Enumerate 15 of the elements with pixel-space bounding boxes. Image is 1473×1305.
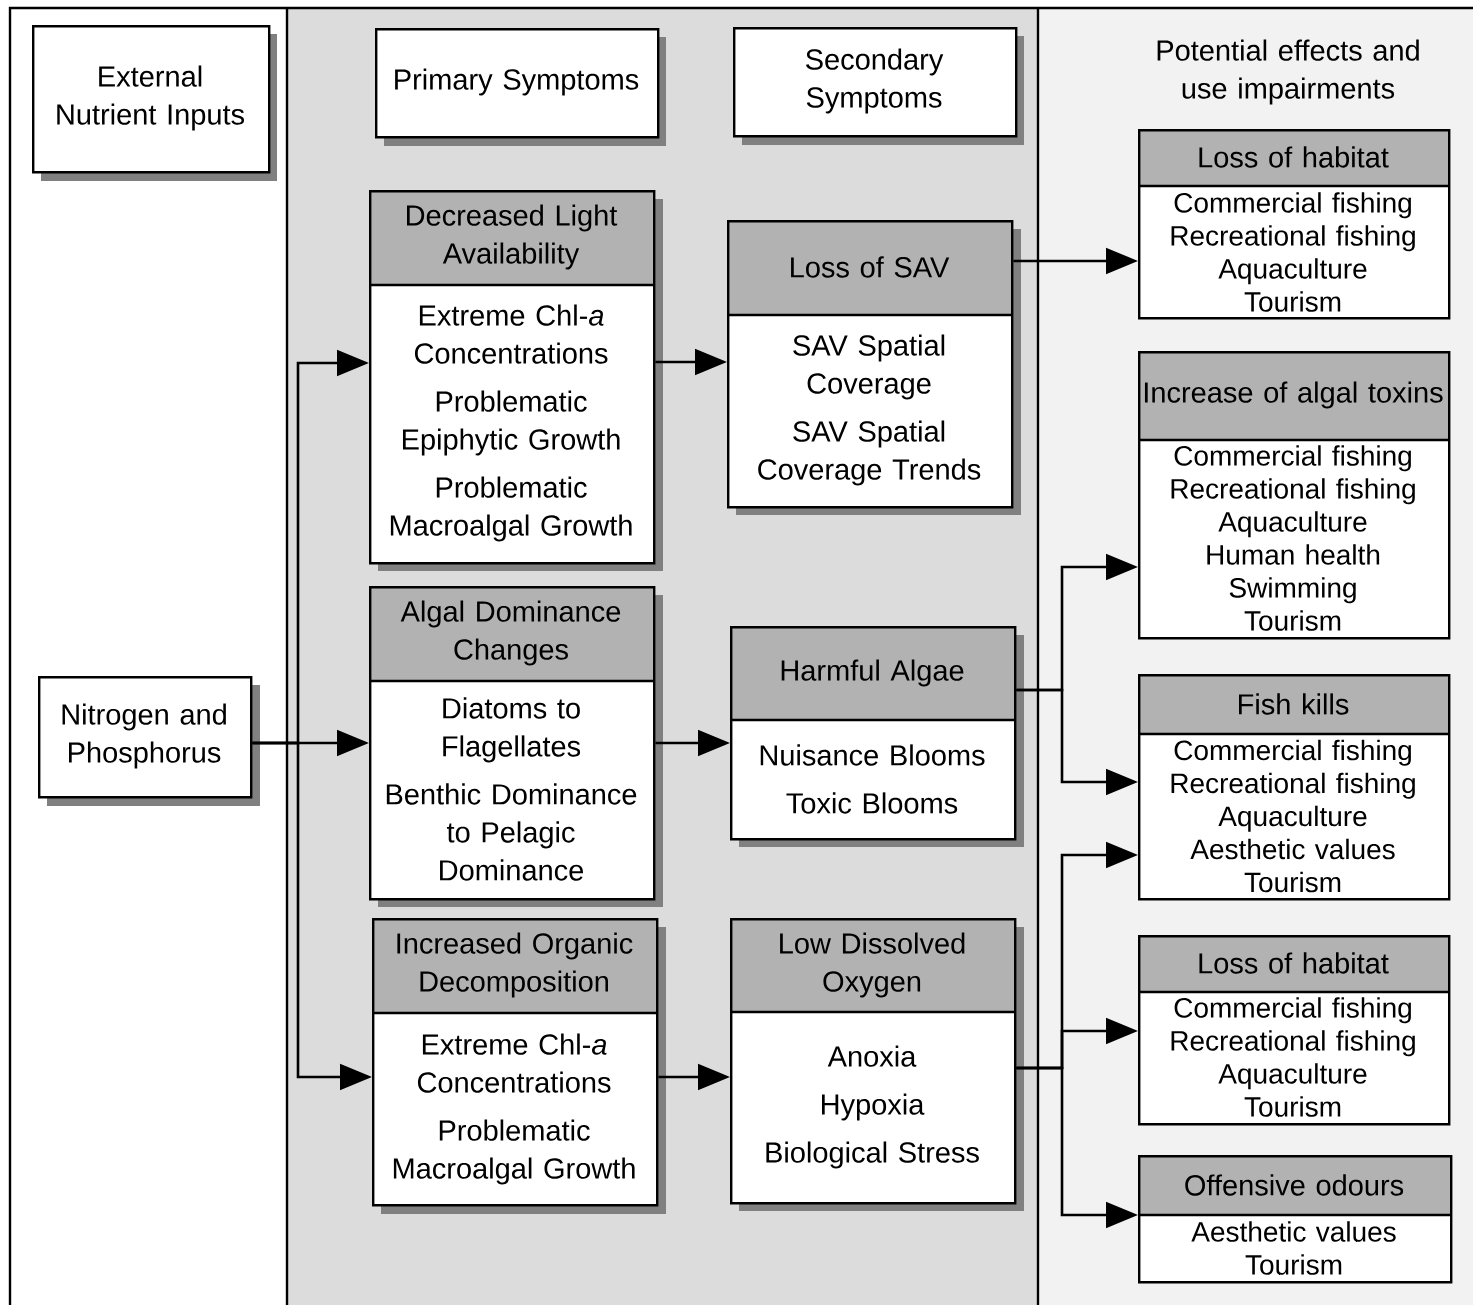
symptom-box: Loss of SAV SAV Spatial Coverage SAV Spatial Coverage Trends (727, 220, 1021, 515)
effect-box: Offensive odours Aesthetic values Tourism (1138, 1155, 1453, 1284)
effect-box: Loss of habitat Commercial fishing Recreational fishing Aquaculture Tourism (1138, 129, 1451, 320)
symptom-box: Algal Dominance Changes Diatoms to Flagellates Benthic Dominance to Pelagic Dominance (369, 586, 663, 907)
heading-box: Secondary Symptoms (733, 27, 1024, 145)
symptom-box: Increased Organic Decomposition Extreme Chl-a Concentrations Problematic Macroalgal Growth (372, 918, 666, 1214)
heading-box: External Nutrient Inputs (32, 25, 277, 181)
input-box: Nitrogen and Phosphorus (38, 676, 260, 806)
effect-box: Loss of habitat Commercial fishing Recreational fishing Aquaculture Tourism (1138, 935, 1451, 1126)
effect-box: Increase of algal toxins Commercial fishing Recreational fishing Aquaculture Human health Swimming Tourism (1138, 351, 1451, 640)
symptom-box: Harmful Algae Nuisance Blooms Toxic Blooms (730, 626, 1024, 847)
heading-box: Primary Symptoms (375, 28, 666, 146)
symptom-box: Low Dissolved Oxygen Anoxia Hypoxia Biological Stress (730, 918, 1024, 1211)
symptom-box: Decreased Light Availability Extreme Chl-a Concentrations Problematic Epiphytic Growth Problematic Macroalgal Growth (369, 190, 663, 571)
effect-box: Fish kills Commercial fishing Recreational fishing Aquaculture Aesthetic values Tourism (1138, 674, 1451, 901)
